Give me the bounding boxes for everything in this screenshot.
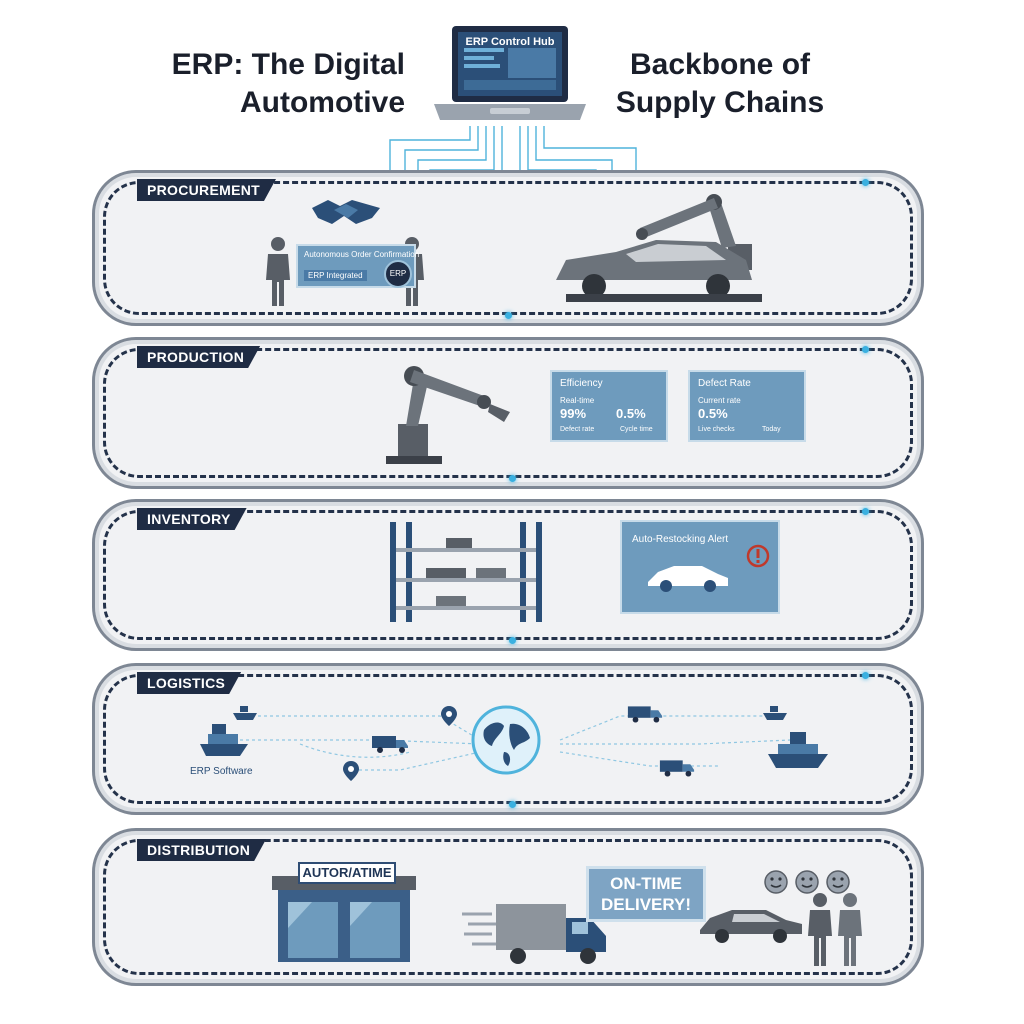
location-pin-icon bbox=[441, 706, 457, 726]
stage-label: DISTRIBUTION bbox=[137, 839, 266, 861]
order-confirmation-panel: Autonomous Order Confirmation ERP Integr… bbox=[296, 244, 420, 288]
title-right: Backbone of Supply Chains bbox=[615, 48, 825, 119]
car-icon bbox=[700, 910, 802, 943]
stage-procurement: PROCUREMENT bbox=[92, 170, 924, 326]
status-dot bbox=[862, 179, 869, 186]
store-sign: AUTOR/ATIME bbox=[298, 862, 396, 884]
alert-icon bbox=[746, 544, 770, 568]
efficiency-value: 99% bbox=[560, 406, 587, 421]
truck-icon bbox=[372, 736, 408, 753]
person-icon bbox=[266, 237, 290, 306]
truck-icon bbox=[627, 706, 663, 723]
ship-icon bbox=[233, 706, 257, 720]
status-dot bbox=[509, 801, 516, 808]
defect-value: 0.5% bbox=[698, 406, 728, 421]
conveyor-track bbox=[103, 348, 913, 478]
status-dot bbox=[862, 672, 869, 679]
efficiency-panel: Efficiency Real-time 99% 0.5% Defect rat… bbox=[550, 370, 668, 442]
smiley-icon bbox=[764, 870, 850, 894]
shelving-icon bbox=[390, 522, 542, 622]
panel-label: Real-time bbox=[560, 396, 595, 405]
truck-icon bbox=[659, 760, 695, 777]
erp-badge: ERP bbox=[384, 260, 412, 288]
stage-label: PRODUCTION bbox=[137, 346, 260, 368]
conveyor-track bbox=[103, 674, 913, 804]
panel-footer: Defect rate bbox=[560, 426, 595, 433]
status-dot bbox=[509, 637, 516, 644]
laptop-icon bbox=[434, 26, 586, 120]
restocking-alert-panel: Auto-Restocking Alert bbox=[620, 520, 780, 614]
delivery-line-1: ON-TIME bbox=[610, 874, 682, 893]
stage-label: INVENTORY bbox=[137, 508, 247, 530]
ship-icon bbox=[200, 724, 248, 756]
on-time-delivery-sign: ON-TIME DELIVERY! bbox=[586, 866, 706, 922]
panel-footer: Today bbox=[762, 426, 781, 433]
hub-label: ERP Control Hub bbox=[465, 36, 555, 48]
status-dot bbox=[862, 346, 869, 353]
defect-value: 0.5% bbox=[616, 406, 646, 421]
panel-label: Current rate bbox=[698, 396, 741, 405]
defect-rate-panel: Defect Rate Current rate 0.5% Live check… bbox=[688, 370, 806, 442]
stage-label: PROCUREMENT bbox=[137, 179, 276, 201]
status-dot bbox=[509, 475, 516, 482]
panel-footer: Cycle time bbox=[620, 426, 653, 433]
robot-arm-icon bbox=[386, 366, 510, 464]
customers-icon bbox=[808, 893, 862, 966]
panel-footer: Live checks bbox=[698, 426, 735, 433]
car-chassis-icon bbox=[556, 240, 762, 302]
panel-title: Efficiency bbox=[560, 378, 603, 389]
handshake-icon bbox=[312, 200, 380, 224]
dealership-icon bbox=[272, 876, 416, 962]
ship-icon bbox=[768, 732, 828, 768]
stage-inventory: INVENTORY bbox=[92, 499, 924, 651]
status-dot bbox=[862, 508, 869, 515]
conveyor-track bbox=[103, 510, 913, 640]
conveyor-track bbox=[103, 839, 913, 975]
panel-subtitle: ERP Integrated bbox=[304, 270, 367, 281]
panel-title: Autonomous Order Confirmation bbox=[304, 250, 420, 259]
panel-title: Defect Rate bbox=[698, 378, 751, 389]
ship-icon bbox=[763, 706, 787, 720]
status-dot bbox=[505, 312, 512, 319]
delivery-line-2: DELIVERY! bbox=[600, 895, 692, 914]
car-icon bbox=[648, 566, 728, 592]
conveyor-track bbox=[103, 181, 913, 315]
logistics-caption: ERP Software bbox=[190, 766, 253, 777]
stage-label: LOGISTICS bbox=[137, 672, 241, 694]
stage-distribution: DISTRIBUTION bbox=[92, 828, 924, 986]
title-left: ERP: The Digital Automotive bbox=[171, 48, 405, 119]
location-pin-icon bbox=[343, 761, 359, 781]
truck-icon bbox=[462, 904, 606, 964]
globe-icon bbox=[471, 705, 541, 775]
panel-title: Auto-Restocking Alert bbox=[632, 534, 729, 545]
